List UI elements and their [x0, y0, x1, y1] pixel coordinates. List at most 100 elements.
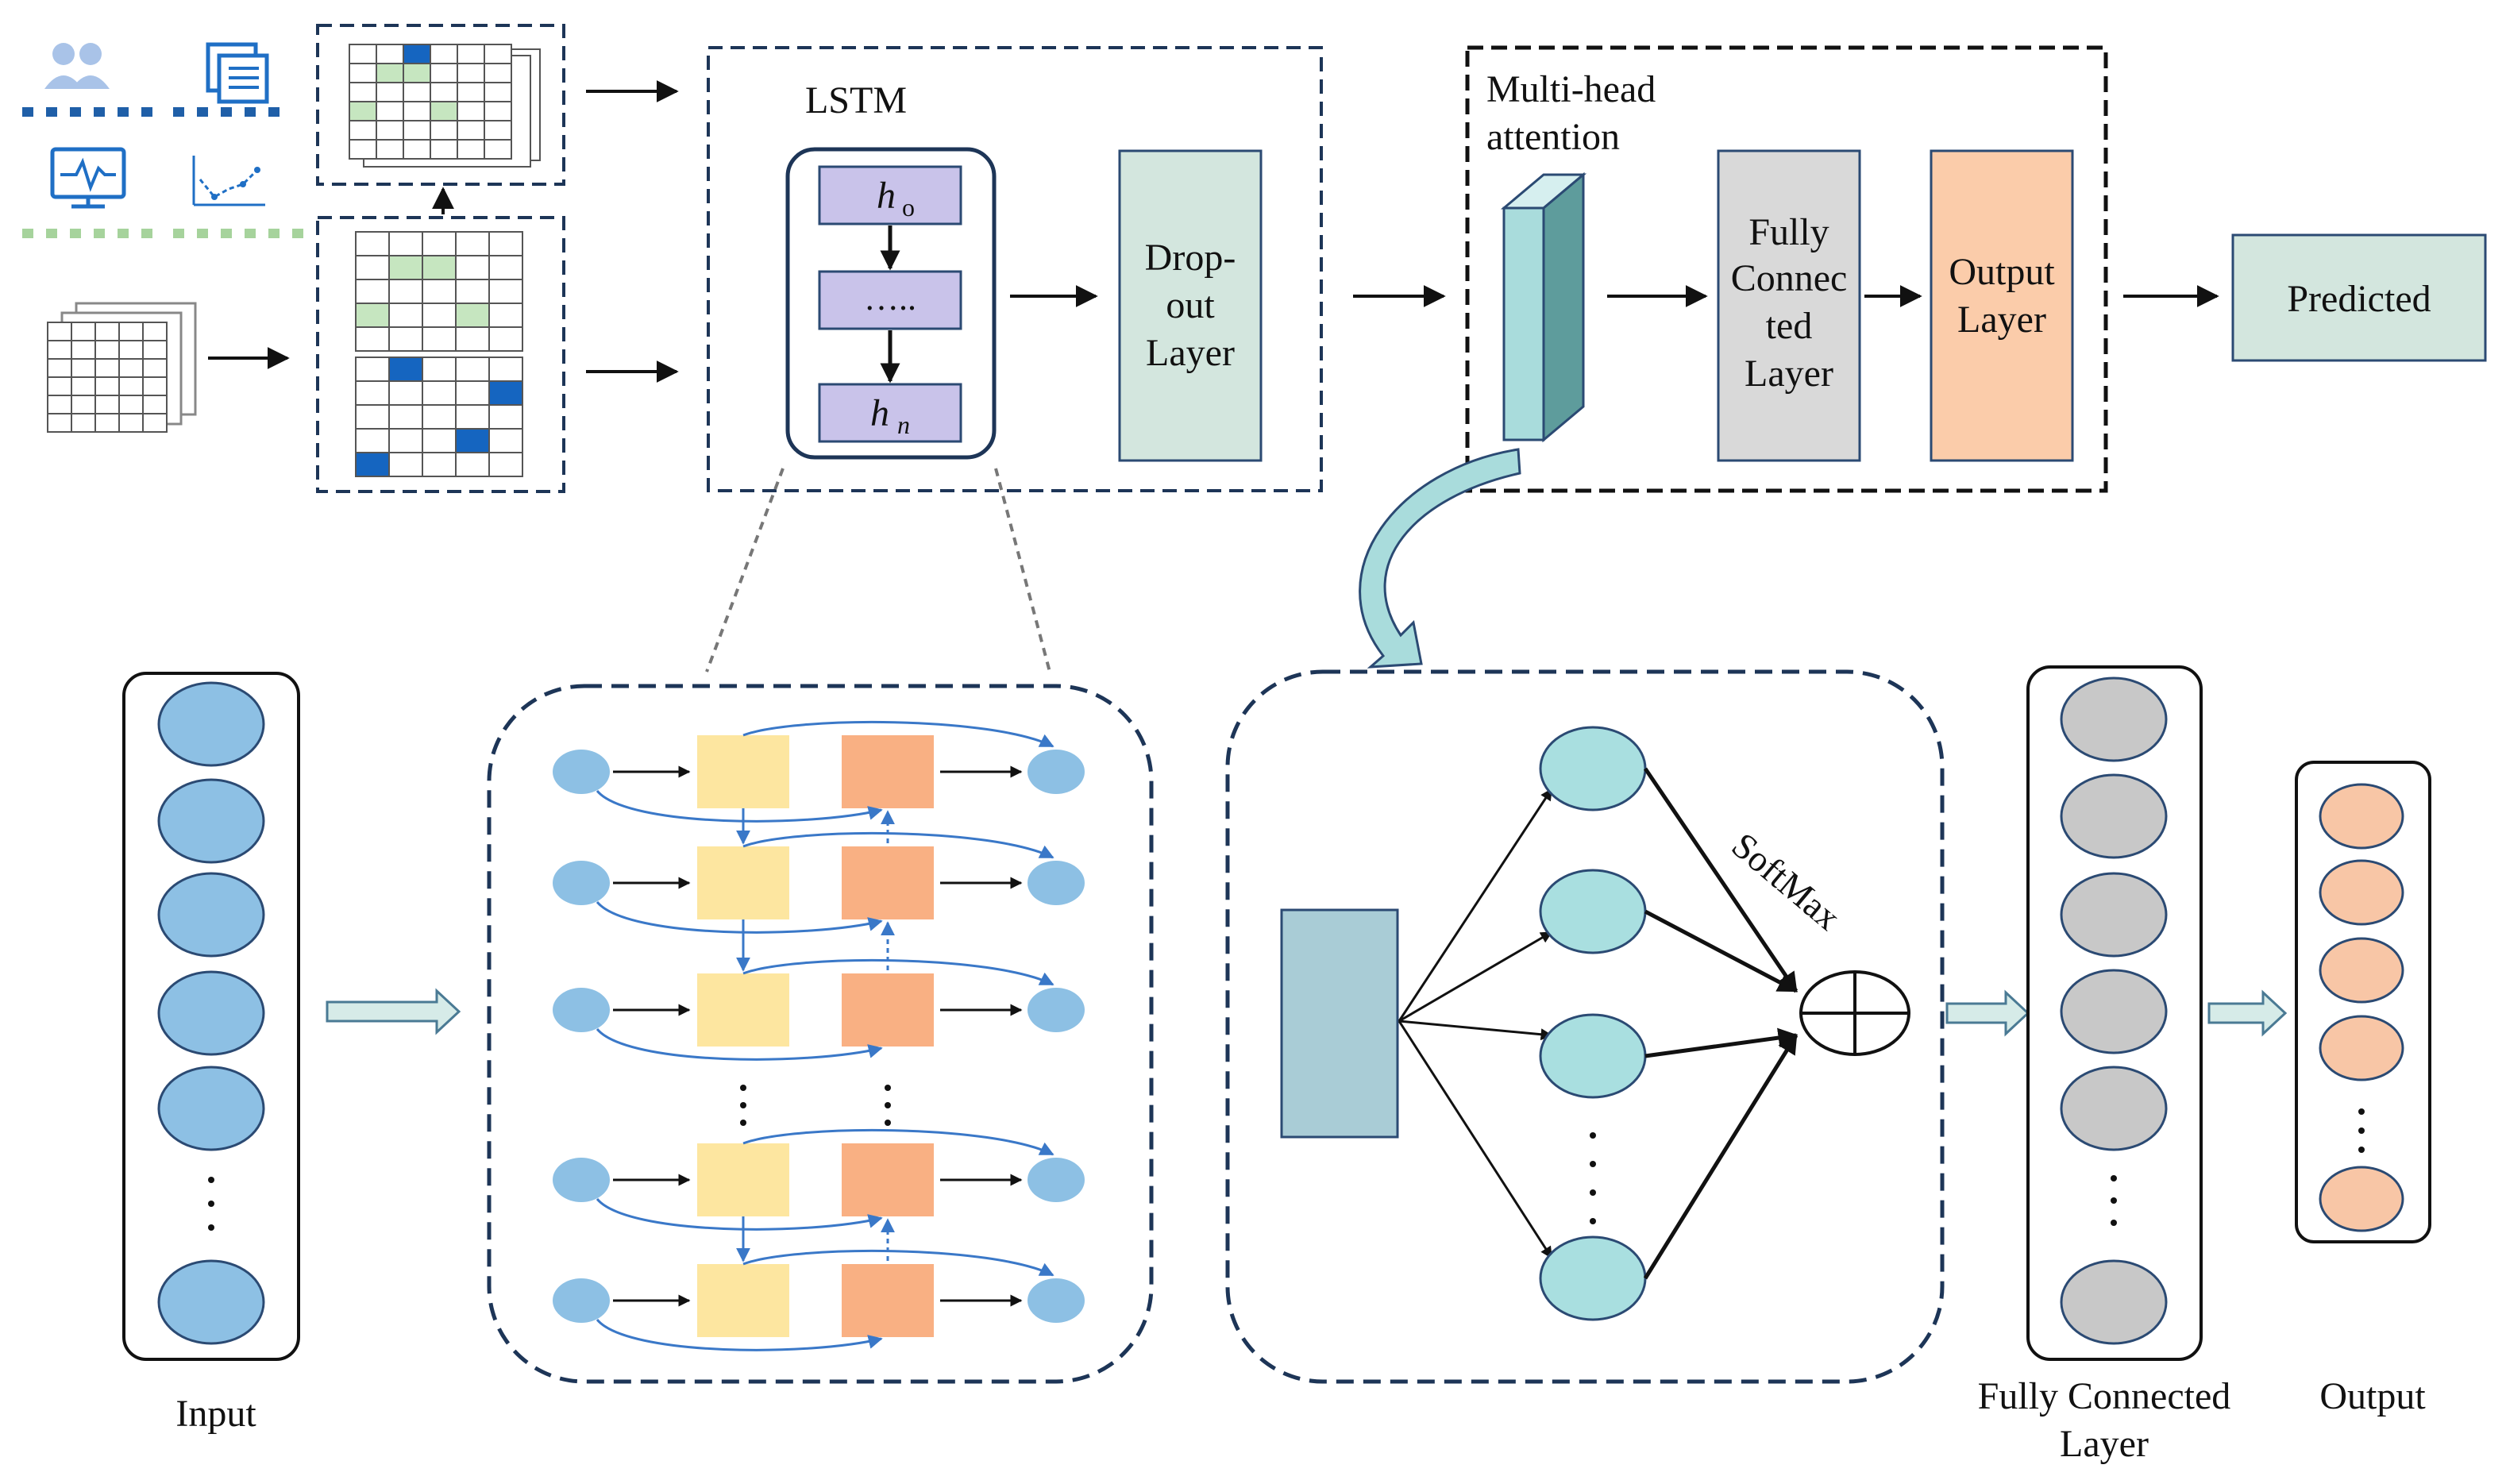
input-node — [157, 970, 265, 1056]
raw-table-cell — [47, 376, 72, 396]
lower-matrix-cell — [455, 380, 490, 406]
output-node — [2319, 1015, 2404, 1081]
lstm-skip-arc-bottom — [596, 1319, 883, 1351]
top-matrix-cell — [430, 44, 458, 64]
lstm-ellipsis-dot — [885, 1102, 891, 1108]
attention-input-arrow — [1398, 788, 1553, 1022]
lower-matrix-cell — [422, 357, 457, 382]
lower-matrix-cell — [488, 380, 523, 406]
raw-table-cell — [71, 413, 96, 433]
top-matrix-cell — [430, 82, 458, 102]
dropout-label-line3: Layer — [1146, 332, 1235, 374]
middle-feature-matrix — [355, 231, 523, 352]
attention-to-sum-arrow — [1643, 767, 1799, 993]
zoom-line-right — [994, 468, 1051, 673]
middle-matrix-cell — [422, 279, 457, 304]
lower-matrix-cell — [422, 380, 457, 406]
top-matrix-cell — [484, 120, 512, 141]
lstm-output-node — [1027, 1158, 1085, 1202]
output-node — [2319, 937, 2404, 1004]
middle-matrix-cell — [355, 279, 390, 304]
middle-matrix-cell — [388, 326, 423, 352]
lstm-skip-arc-bottom — [596, 1028, 883, 1061]
raw-table-cell — [142, 340, 168, 360]
middle-matrix-cell — [455, 326, 490, 352]
middle-matrix-cell — [488, 231, 523, 256]
fc-node — [2060, 969, 2168, 1054]
lstm-output-node — [1027, 750, 1085, 794]
middle-matrix-cell — [388, 255, 423, 280]
top-matrix-cell — [457, 101, 485, 121]
raw-table-cell — [118, 376, 144, 396]
middle-matrix-cell — [488, 255, 523, 280]
lstm-gate-yellow — [697, 735, 789, 808]
output-layer-label-line2: Layer — [1957, 299, 2046, 341]
output-label: Output — [2319, 1375, 2426, 1417]
middle-matrix-cell — [422, 303, 457, 328]
top-matrix-cell — [376, 139, 404, 160]
lstm-state-ellipsis-label: ….. — [864, 279, 916, 318]
blue-dash-row-1 — [22, 107, 280, 117]
lstm-state-h0-sub: o — [902, 193, 915, 222]
lstm-ellipsis-dot — [740, 1120, 746, 1126]
lstm-output-node — [1027, 861, 1085, 905]
lstm-state-hn — [818, 383, 962, 443]
middle-matrix-cell — [455, 255, 490, 280]
raw-table-cell — [94, 376, 120, 396]
top-matrix-cell — [403, 82, 431, 102]
bottom-matrix-box — [316, 216, 565, 493]
top-matrix-cell — [349, 63, 377, 83]
lstm-skip-arc-bottom — [596, 790, 883, 823]
lower-matrix-cell — [355, 380, 390, 406]
monitor-pulse-icon — [50, 147, 126, 209]
ellipsis-dot — [2111, 1197, 2117, 1204]
lstm-skip-arc-top — [742, 720, 1054, 748]
fc-column-label-line2: Layer — [2060, 1423, 2149, 1465]
ellipsis-dot — [2358, 1127, 2365, 1134]
lower-matrix-cell — [455, 452, 490, 477]
lstm-skip-arc-top — [742, 958, 1054, 986]
top-matrix-cell — [457, 139, 485, 160]
lstm-block — [707, 46, 1323, 492]
lower-matrix-cell — [455, 404, 490, 430]
raw-table-cell — [142, 358, 168, 378]
ellipsis-dot — [208, 1201, 214, 1207]
raw-table-cell — [47, 322, 72, 341]
dropout-label-line1: Drop- — [1145, 237, 1236, 279]
lstm-state-ellipsis — [818, 270, 962, 330]
predicted-box — [2231, 233, 2487, 362]
fc-label-line1: Fully — [1748, 211, 1829, 253]
lstm-gate-yellow — [697, 846, 789, 919]
top-matrix-cell — [484, 101, 512, 121]
top-matrix-cell — [457, 120, 485, 141]
attention-to-fc-flow-arrow — [1945, 989, 2030, 1037]
document-icon — [206, 42, 269, 104]
raw-table-cell — [142, 395, 168, 414]
lower-matrix-cell — [388, 404, 423, 430]
attention-node — [1539, 1235, 1647, 1321]
table-stack-icon — [47, 302, 197, 433]
raw-table-cell — [47, 413, 72, 433]
lower-matrix-cell — [422, 452, 457, 477]
top-matrix-cell — [376, 120, 404, 141]
lower-matrix-cell — [388, 428, 423, 453]
raw-table-cell — [94, 322, 120, 341]
lower-matrix-cell — [488, 404, 523, 430]
top-matrix-cell — [403, 120, 431, 141]
raw-table-cell — [118, 322, 144, 341]
top-matrix-cell — [484, 82, 512, 102]
lstm-state-h0 — [818, 165, 962, 225]
zoom-line-left — [705, 468, 785, 673]
lstm-skip-arc-top — [742, 831, 1054, 859]
fc-node — [2060, 1066, 2168, 1151]
middle-matrix-cell — [355, 231, 390, 256]
raw-table-cell — [142, 322, 168, 341]
attention-prism — [1500, 172, 1587, 443]
top-matrix-cell — [430, 63, 458, 83]
fc-column-label-line1: Fully Connected — [1978, 1375, 2231, 1417]
lstm-ellipsis-dot — [885, 1120, 891, 1126]
raw-table-cell — [47, 340, 72, 360]
lstm-gate-orange — [842, 1264, 934, 1337]
attention-node — [1539, 869, 1647, 954]
